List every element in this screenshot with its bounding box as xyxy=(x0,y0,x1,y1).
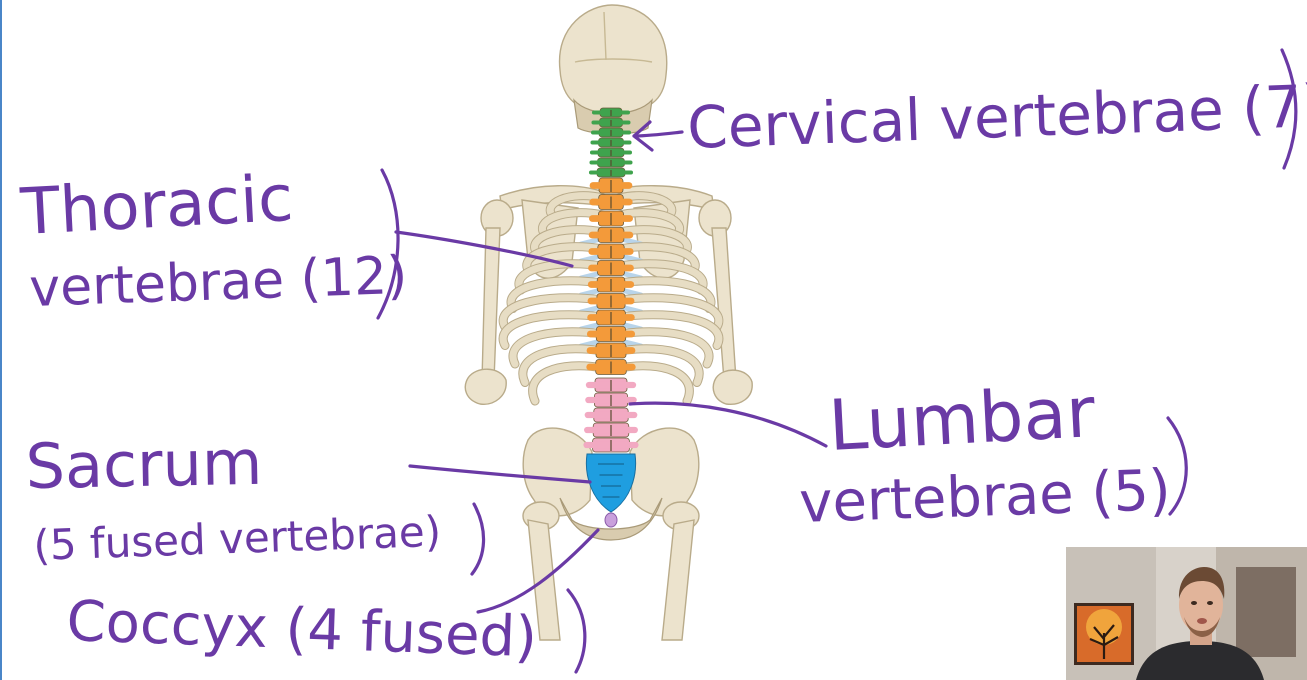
rib xyxy=(615,243,699,275)
annotation-lines xyxy=(376,48,1298,674)
presenter xyxy=(1136,567,1264,680)
lumbar-vertebra xyxy=(583,437,639,453)
cervical-vertebra xyxy=(590,127,632,138)
thoracic-bracket-close xyxy=(376,168,400,320)
lumbar-vertebra xyxy=(585,377,637,393)
sacrum-pointer xyxy=(408,464,592,484)
label-lumbar-line2: vertebrae (5) xyxy=(798,458,1172,536)
thoracic-vertebra xyxy=(589,177,633,194)
coccyx-bracket-close xyxy=(566,588,587,674)
lumbar-vertebra xyxy=(584,407,638,423)
label-sacrum-line1: Sacrum xyxy=(25,426,263,503)
thoracic-vertebra xyxy=(587,276,635,293)
thoracic-vertebra xyxy=(586,359,636,375)
lumbar-pointer xyxy=(628,401,828,448)
rib xyxy=(507,277,607,312)
rib xyxy=(531,226,607,257)
thoracic-vertebra xyxy=(588,227,634,243)
pelvis xyxy=(522,427,700,541)
window-left-edge xyxy=(0,0,2,680)
rib xyxy=(615,209,683,238)
rib xyxy=(499,311,607,349)
skeleton xyxy=(464,4,753,641)
rib xyxy=(515,260,607,294)
labels: Cervical vertebrae (7) Thoracic vertebra… xyxy=(18,72,1307,671)
sacrum xyxy=(585,453,637,513)
thoracic-pointer xyxy=(394,230,574,268)
rib xyxy=(615,345,703,386)
rib xyxy=(615,294,723,331)
lumbar-bracket-close xyxy=(1166,416,1188,516)
thoracic-vertebra xyxy=(587,293,635,309)
cervical-vertebra xyxy=(590,137,632,148)
rib xyxy=(509,328,607,368)
cervical-vertebra xyxy=(589,157,633,168)
rib xyxy=(615,277,715,312)
label-sacrum-line2: (5 fused vertebrae) xyxy=(33,507,442,570)
thoracic-vertebra xyxy=(588,243,634,260)
thoracic-vertebra xyxy=(589,210,633,227)
rib xyxy=(615,226,691,257)
lumbar-vertebra xyxy=(584,422,638,438)
cervical-vertebra xyxy=(589,147,633,158)
rib xyxy=(539,209,607,238)
presenter-webcam xyxy=(1066,547,1307,680)
coccyx-pointer xyxy=(476,528,600,614)
thoracic-vertebra xyxy=(588,260,634,276)
rib xyxy=(615,192,676,220)
thoracic-vertebra xyxy=(589,194,633,210)
arms xyxy=(464,227,753,405)
rib xyxy=(615,328,713,368)
tree-painting-icon xyxy=(1074,603,1134,665)
sacrum-bracket-close xyxy=(470,502,486,576)
cervical-vertebra xyxy=(588,167,634,178)
coccyx xyxy=(604,512,618,528)
rib xyxy=(615,311,723,349)
thoracic-vertebra xyxy=(587,309,635,326)
label-thoracic-line1: Thoracic xyxy=(18,162,295,250)
rib xyxy=(546,192,607,220)
cervical-arrow xyxy=(632,120,684,152)
cervical-vertebra xyxy=(591,107,631,118)
label-lumbar-line1: Lumbar xyxy=(827,371,1098,467)
label-coccyx: Coccyx (4 fused) xyxy=(66,589,539,670)
spine xyxy=(583,107,639,528)
label-thoracic-line2: vertebrae (12) xyxy=(28,246,408,319)
label-cervical: Cervical vertebrae (7) xyxy=(686,72,1307,162)
rib xyxy=(523,243,607,275)
rib xyxy=(519,345,607,386)
presenter-webcam-icon xyxy=(1066,547,1307,680)
cervical-vertebra xyxy=(591,117,631,128)
cervical-bracket-close xyxy=(1280,48,1298,170)
rib xyxy=(499,294,607,331)
rib xyxy=(615,260,707,294)
ribcage xyxy=(498,191,724,406)
lumbar-vertebra xyxy=(585,392,637,408)
thoracic-vertebra xyxy=(586,342,636,359)
thoracic-vertebra xyxy=(586,326,636,342)
